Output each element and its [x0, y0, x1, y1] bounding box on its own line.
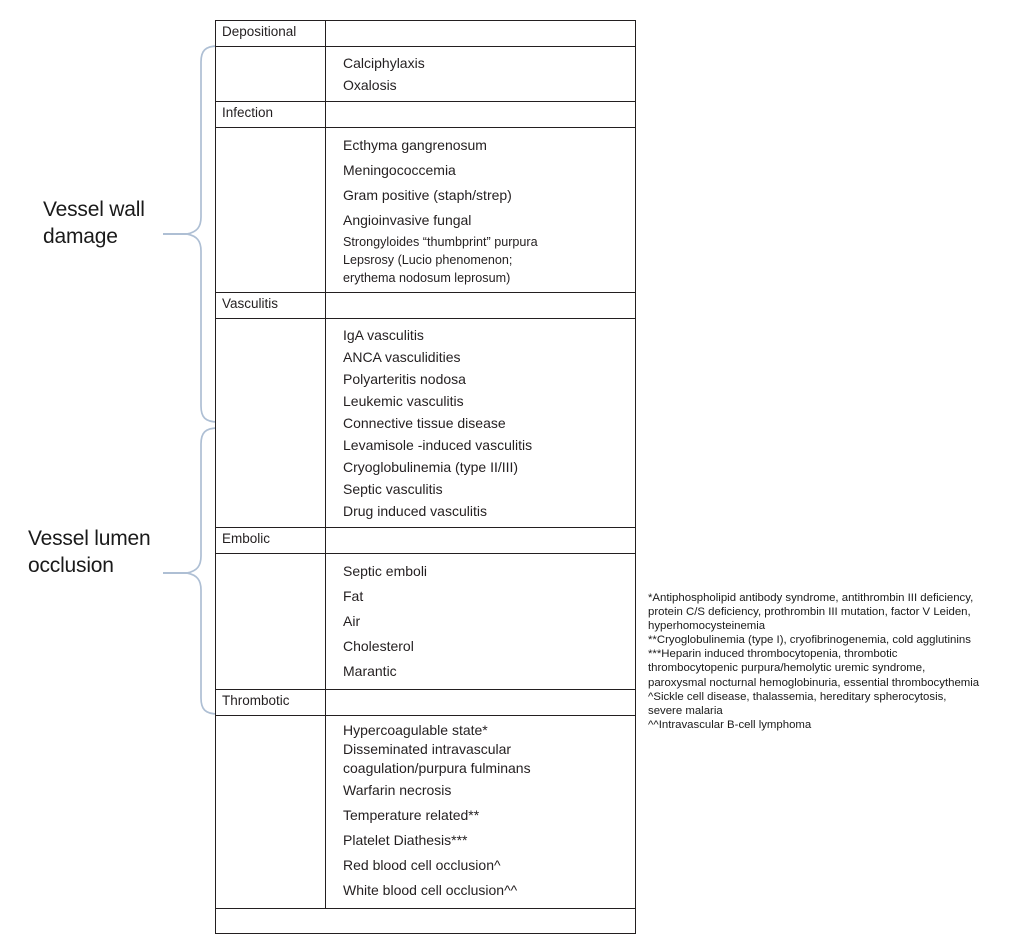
item-list-infection: Ecthyma gangrenosum Meningococcemia Gram… — [326, 133, 635, 287]
category-cell-vasculitis: Vasculitis — [215, 292, 326, 319]
list-item: Fat — [343, 588, 364, 604]
item-list-embolic: Septic emboli Fat Air Cholesterol Marant… — [326, 559, 635, 684]
list-item: Ecthyma gangrenosum — [343, 137, 487, 153]
brace-connector-vessel-wall — [163, 233, 187, 235]
footnote-line: *Antiphospholipid antibody syndrome, ant… — [648, 592, 974, 604]
item-list-depositional: Calciphylaxis Oxalosis — [326, 52, 635, 96]
item-list-thrombotic: Hypercoagulable state* Disseminated intr… — [326, 721, 635, 903]
list-item: Connective tissue disease — [343, 415, 506, 431]
list-item: Septic emboli — [343, 563, 428, 579]
list-item: Polyarteritis nodosa — [343, 371, 466, 387]
footnote-line: paroxysmal nocturnal hemoglobinuria, ess… — [648, 676, 980, 689]
category-spacer-cell-vasculitis — [325, 292, 636, 319]
footnotes-block: *Antiphospholipid antibody syndrome, ant… — [648, 591, 1010, 732]
list-item: Meningococcemia — [343, 162, 456, 178]
items-cell-infection: Ecthyma gangrenosum Meningococcemia Gram… — [325, 127, 636, 293]
category-spacer-cell-thrombotic — [325, 689, 636, 716]
classification-table: Depositional Calciphylaxis Oxalosis Infe… — [215, 20, 636, 934]
list-item: Lepsrosy (Lucio phenomenon; — [343, 253, 513, 267]
footnote-line: thrombocytopenic purpura/hemolytic uremi… — [648, 662, 926, 675]
table-row-category-thrombotic: Thrombotic — [215, 689, 636, 716]
list-item: erythema nodosum leprosum) — [343, 271, 511, 285]
list-item: Oxalosis — [343, 77, 397, 93]
table-row-category-depositional: Depositional — [215, 20, 636, 47]
list-item: Calciphylaxis — [343, 55, 425, 71]
category-cell-embolic: Embolic — [215, 527, 326, 554]
footnote-line: ^Sickle cell disease, thalassemia, hered… — [648, 690, 947, 703]
item-list-vasculitis: IgA vasculitis ANCA vasculidities Polyar… — [326, 324, 635, 522]
blank-cell-depositional — [215, 46, 326, 102]
list-item: Marantic — [343, 663, 397, 679]
list-item: coagulation/purpura fulminans — [343, 760, 531, 776]
list-item: Angioinvasive fungal — [343, 212, 472, 228]
category-spacer-cell-embolic — [325, 527, 636, 554]
items-cell-thrombotic: Hypercoagulable state* Disseminated intr… — [325, 715, 636, 909]
table-row-items-vasculitis: IgA vasculitis ANCA vasculidities Polyar… — [215, 318, 636, 528]
blank-cell-thrombotic — [215, 715, 326, 909]
list-item: Red blood cell occlusion^ — [343, 857, 501, 873]
items-cell-vasculitis: IgA vasculitis ANCA vasculidities Polyar… — [325, 318, 636, 528]
list-item: ANCA vasculidities — [343, 349, 461, 365]
table-row-trailing-empty — [215, 908, 636, 934]
items-cell-embolic: Septic emboli Fat Air Cholesterol Marant… — [325, 553, 636, 690]
brace-vessel-lumen — [185, 426, 219, 716]
footnote-line: protein C/S deficiency, prothrombin III … — [648, 606, 971, 619]
list-item: Temperature related** — [343, 807, 480, 823]
list-item: Gram positive (staph/strep) — [343, 187, 512, 203]
footnote-line: hyperhomocysteinemia — [648, 620, 766, 633]
table-row-items-infection: Ecthyma gangrenosum Meningococcemia Gram… — [215, 127, 636, 293]
category-cell-depositional: Depositional — [215, 20, 326, 47]
blank-cell-infection — [215, 127, 326, 293]
table-row-category-embolic: Embolic — [215, 527, 636, 554]
table-row-items-thrombotic: Hypercoagulable state* Disseminated intr… — [215, 715, 636, 909]
items-cell-depositional: Calciphylaxis Oxalosis — [325, 46, 636, 102]
brace-vessel-wall — [185, 44, 219, 424]
list-item: Cholesterol — [343, 638, 414, 654]
category-spacer-cell-infection — [325, 101, 636, 128]
blank-cell-embolic — [215, 553, 326, 690]
list-item: Warfarin necrosis — [343, 782, 452, 798]
category-cell-thrombotic: Thrombotic — [215, 689, 326, 716]
footnote-line: **Cryoglobulinemia (type I), cryofibrino… — [648, 634, 971, 647]
category-spacer-cell-depositional — [325, 20, 636, 47]
table-row-category-infection: Infection — [215, 101, 636, 128]
category-cell-infection: Infection — [215, 101, 326, 128]
list-item: Platelet Diathesis*** — [343, 832, 468, 848]
list-item: Hypercoagulable state* — [343, 722, 488, 738]
list-item: Disseminated intravascular — [343, 741, 512, 757]
list-item: Leukemic vasculitis — [343, 393, 464, 409]
list-item: Drug induced vasculitis — [343, 503, 487, 519]
table-row-category-vasculitis: Vasculitis — [215, 292, 636, 319]
table-row-items-embolic: Septic emboli Fat Air Cholesterol Marant… — [215, 553, 636, 690]
list-item: Air — [343, 613, 361, 629]
footnote-line: ***Heparin induced thrombocytopenia, thr… — [648, 648, 898, 661]
table-row-items-depositional: Calciphylaxis Oxalosis — [215, 46, 636, 102]
footnote-line: ^^Intravascular B-cell lymphoma — [648, 718, 812, 731]
blank-cell-vasculitis — [215, 318, 326, 528]
footnote-line: severe malaria — [648, 704, 723, 717]
list-item: Septic vasculitis — [343, 481, 443, 497]
brace-connector-vessel-lumen — [163, 572, 187, 574]
list-item: White blood cell occlusion^^ — [343, 882, 518, 898]
trailing-empty-cell — [215, 908, 636, 934]
list-item: IgA vasculitis — [343, 327, 424, 343]
list-item: Cryoglobulinemia (type II/III) — [343, 459, 519, 475]
list-item: Strongyloides “thumbprint” purpura — [343, 235, 538, 249]
list-item: Levamisole -induced vasculitis — [343, 437, 533, 453]
